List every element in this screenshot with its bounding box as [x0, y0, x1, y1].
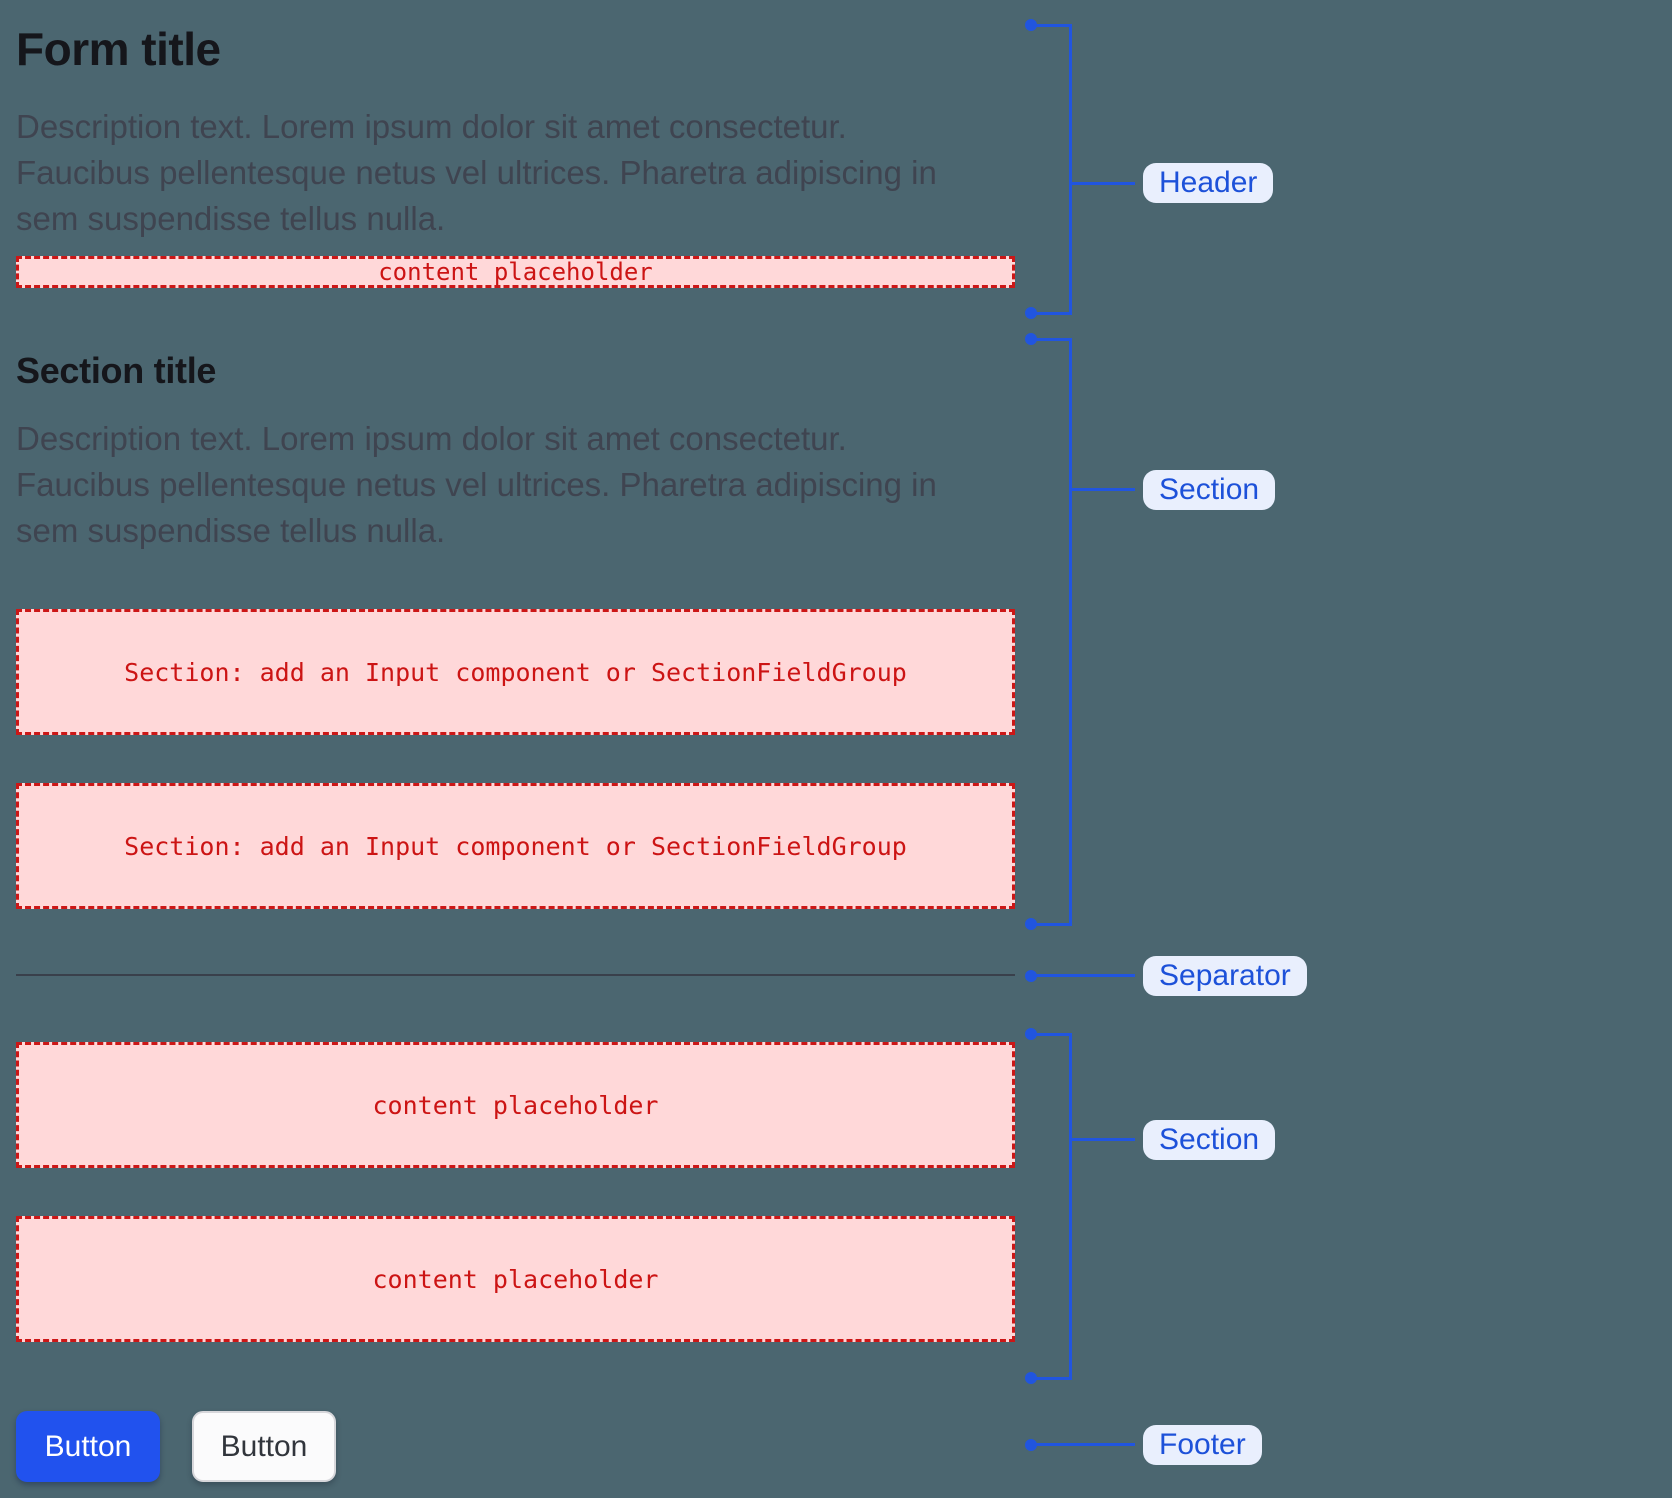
section2-content-placeholder-1: content placeholder [16, 1042, 1015, 1168]
form-description: Description text. Lorem ipsum dolor sit … [16, 108, 937, 237]
form-title: Form title [16, 23, 221, 75]
section2-bracket [1031, 1033, 1072, 1380]
section-title: Section title [16, 350, 217, 391]
separator-label-connector [1031, 974, 1135, 977]
section1-label-connector [1072, 488, 1135, 491]
secondary-button[interactable]: Button [192, 1411, 336, 1482]
section-description: Description text. Lorem ipsum dolor sit … [16, 420, 937, 549]
separator-annotation-label: Separator [1143, 956, 1307, 996]
section1-annotation-label: Section [1143, 470, 1276, 510]
header-bracket [1031, 24, 1072, 315]
section-input-placeholder-1: Section: add an Input component or Secti… [16, 609, 1015, 735]
header-label-connector [1072, 182, 1135, 185]
footer-annotation-label: Footer [1143, 1425, 1262, 1465]
section2-content-placeholder-2: content placeholder [16, 1216, 1015, 1342]
section1-bracket [1031, 338, 1072, 926]
section-input-placeholder-2: Section: add an Input component or Secti… [16, 783, 1015, 909]
header-content-placeholder: content placeholder [16, 256, 1015, 288]
primary-button[interactable]: Button [16, 1411, 160, 1482]
footer-label-connector [1031, 1443, 1135, 1446]
section2-label-connector [1072, 1138, 1135, 1141]
header-annotation-label: Header [1143, 163, 1274, 203]
separator-line [16, 974, 1015, 976]
section2-annotation-label: Section [1143, 1120, 1276, 1160]
